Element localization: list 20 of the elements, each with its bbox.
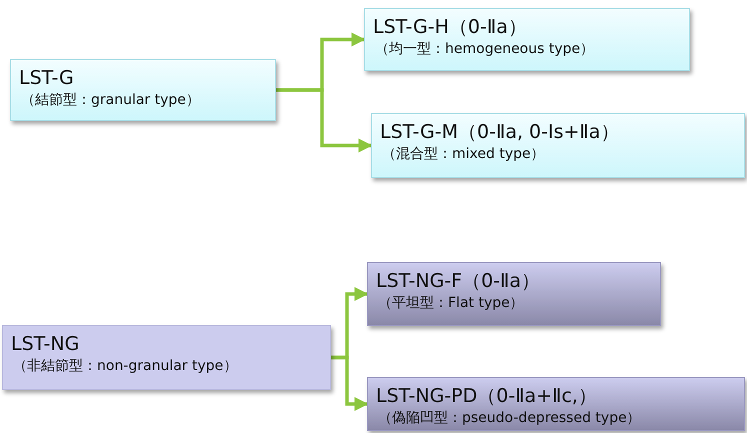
category-title: LST-NG [11,332,80,356]
category-box [10,59,276,121]
category-title: LST-NG-PD（0-Ⅱa+Ⅱc,） [376,384,598,408]
category-title: LST-NG-F（0-Ⅱa） [376,269,542,293]
category-box [367,377,745,431]
category-title: LST-G-H（0-Ⅱa） [373,15,528,39]
category-title: LST-G [19,66,75,90]
category-description: （非結節型：non-granular type） [12,357,238,376]
category-box [364,8,690,71]
category-description: （平坦型：Flat type） [377,294,525,313]
category-description: （均一型：hemogeneous type） [374,40,596,59]
connector-arrow [276,88,372,152]
category-description: （偽陥凹型：pseudo-depressed type） [377,409,642,428]
category-title: LST-G-M（0-Ⅱa, 0-Is+Ⅱa） [380,120,620,144]
category-box [2,325,331,390]
category-description: （結節型：granular type） [20,91,201,110]
category-description: （混合型：mixed type） [381,145,546,164]
category-box [371,113,745,178]
category-box [367,262,661,326]
connector-arrow [331,356,368,411]
